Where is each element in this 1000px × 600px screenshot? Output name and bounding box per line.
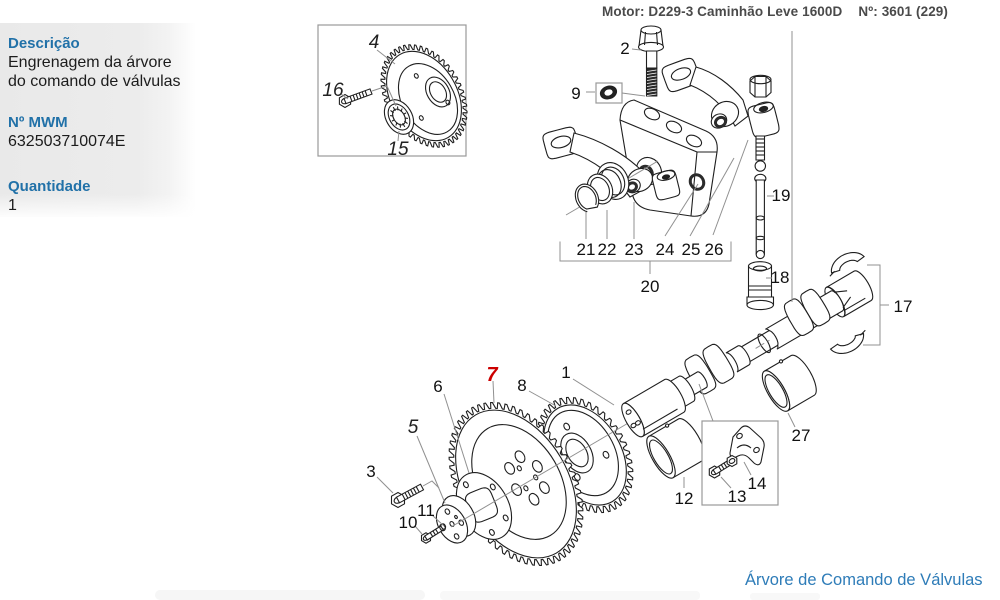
field-mwm-number: Nº MWM 632503710074E bbox=[8, 113, 196, 151]
inset-gear-box bbox=[317, 24, 468, 157]
callout-1: 1 bbox=[561, 363, 570, 382]
diagram-title: Árvore de Comando de Válvulas bbox=[745, 571, 983, 589]
callout-8: 8 bbox=[517, 376, 526, 395]
field-quantity: Quantidade 1 bbox=[8, 177, 196, 215]
callout-27: 27 bbox=[792, 426, 811, 445]
callout-24: 24 bbox=[656, 240, 675, 259]
scan-artifacts bbox=[155, 590, 820, 600]
callout-14: 14 bbox=[748, 474, 767, 493]
field-description: Descrição Engrenagem da árvore do comand… bbox=[8, 34, 196, 91]
callout-4: 4 bbox=[369, 32, 380, 53]
bolt-16 bbox=[338, 88, 373, 109]
callout-13: 13 bbox=[728, 487, 747, 506]
callout-5: 5 bbox=[408, 417, 419, 438]
callout-21: 21 bbox=[577, 240, 596, 259]
callout-12: 12 bbox=[675, 489, 694, 508]
bushing-27 bbox=[761, 354, 817, 412]
doc-number: Nº: 3601 (229) bbox=[858, 4, 948, 19]
camshaft-1 bbox=[621, 270, 874, 438]
adjusting-screw-25 bbox=[754, 135, 767, 172]
rocker-arm-right bbox=[661, 57, 780, 138]
callout-17: 17 bbox=[894, 297, 913, 316]
info-panel: Descrição Engrenagem da árvore do comand… bbox=[0, 23, 196, 217]
bolt-10 bbox=[420, 523, 446, 544]
lock-plate-box bbox=[701, 420, 779, 506]
header: Motor: D229-3 Caminhão Leve 1600D Nº: 360… bbox=[602, 4, 948, 19]
callout-7-highlighted: 7 bbox=[486, 364, 498, 386]
tappet-18 bbox=[746, 261, 775, 311]
mwm-number-value: 632503710074E bbox=[8, 133, 126, 150]
bolt-2 bbox=[637, 25, 665, 97]
callout-19: 19 bbox=[772, 186, 791, 205]
description-label: Descrição bbox=[8, 35, 80, 52]
callout-10: 10 bbox=[399, 513, 418, 532]
bearing-shell-17-lower bbox=[829, 329, 866, 354]
nut-26 bbox=[749, 74, 772, 98]
callout-11: 11 bbox=[417, 501, 435, 520]
callout-6: 6 bbox=[433, 377, 442, 396]
bolt-3 bbox=[390, 483, 425, 509]
callout-3: 3 bbox=[366, 462, 375, 481]
callout-15: 15 bbox=[387, 139, 409, 160]
motor-info: Motor: D229-3 Caminhão Leve 1600D bbox=[602, 4, 843, 19]
bolt-13 bbox=[708, 454, 738, 479]
callout-22: 22 bbox=[598, 240, 617, 259]
callout-18: 18 bbox=[771, 268, 790, 287]
callout-20: 20 bbox=[641, 277, 660, 296]
axis-centerline bbox=[450, 421, 631, 528]
retaining-ring-21 bbox=[574, 183, 600, 213]
bushing-12 bbox=[646, 418, 706, 479]
quantity-value: 1 bbox=[8, 197, 17, 214]
leader-lines bbox=[340, 31, 889, 535]
callout-26: 26 bbox=[705, 240, 724, 259]
callout-16: 16 bbox=[322, 80, 344, 101]
mwm-number-label: Nº MWM bbox=[8, 114, 68, 131]
callout-9: 9 bbox=[571, 84, 580, 103]
bearing-shell-17-upper bbox=[829, 252, 865, 277]
rocker-assembly-20 bbox=[542, 25, 780, 311]
washer-9-box bbox=[595, 82, 623, 104]
callout-25: 25 bbox=[682, 240, 701, 259]
push-rod-19 bbox=[754, 173, 767, 260]
quantity-label: Quantidade bbox=[8, 178, 91, 195]
callout-2: 2 bbox=[620, 39, 629, 58]
callout-23: 23 bbox=[625, 240, 644, 259]
description-value: Engrenagem da árvore do comando de válvu… bbox=[8, 54, 181, 90]
bearing-15 bbox=[383, 99, 415, 135]
